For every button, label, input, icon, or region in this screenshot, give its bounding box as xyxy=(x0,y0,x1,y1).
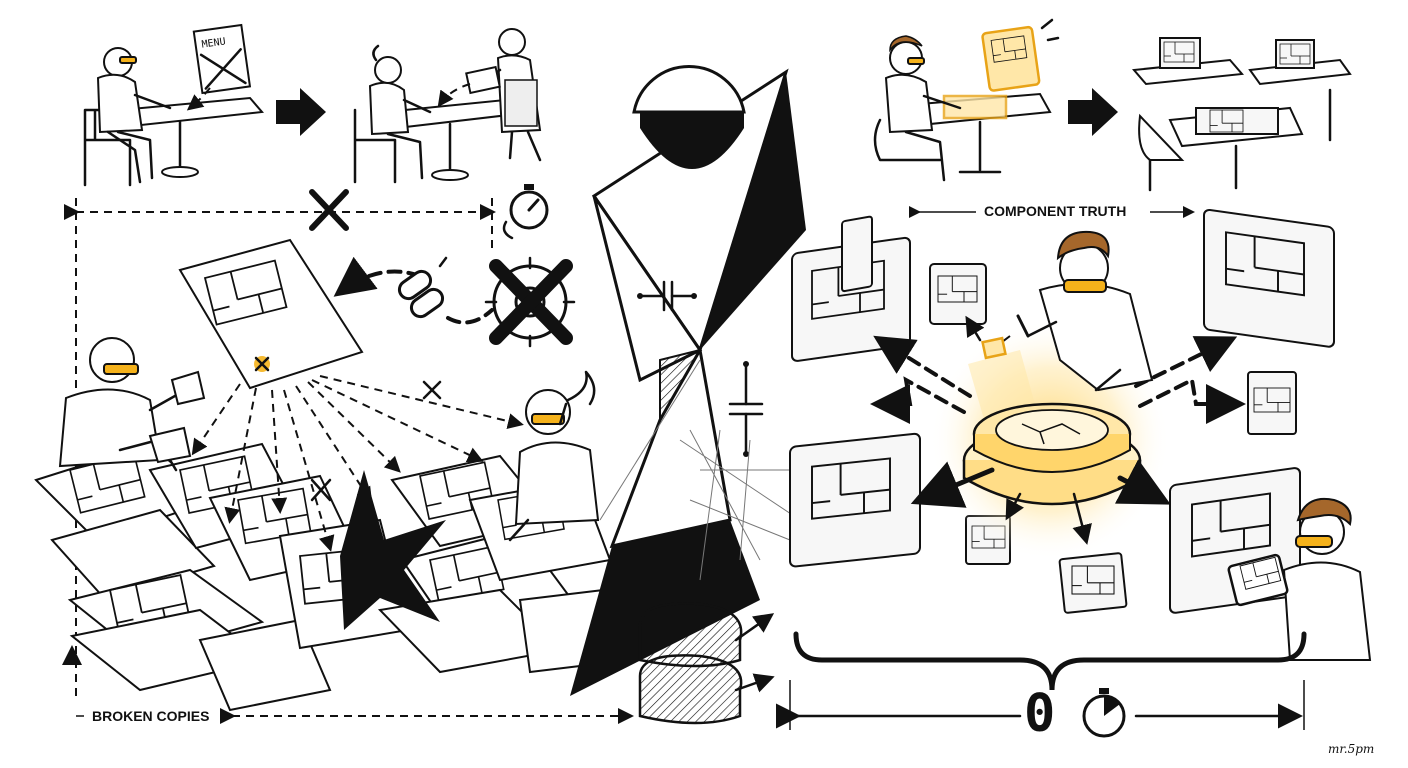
scene-synced-tables xyxy=(1131,37,1352,192)
master-blueprint-sheet xyxy=(178,238,364,390)
burst-shape xyxy=(340,470,446,630)
cylinder-blocks xyxy=(638,602,775,725)
capacitor-symbol-icon xyxy=(637,280,697,312)
arrow-right-icon-2 xyxy=(1068,88,1118,136)
grid-sketch xyxy=(679,429,810,581)
link-to-blueprint-arrow xyxy=(333,256,422,297)
scene-diner-reading-menu: MENU xyxy=(83,23,264,187)
arrow-right-icon xyxy=(276,88,326,136)
broken-copies-label: BROKEN COPIES xyxy=(92,708,210,724)
scattered-copies xyxy=(34,442,632,712)
menu-paper-text: MENU xyxy=(201,36,226,50)
stopwatch-icon xyxy=(502,184,549,240)
stopwatch-icon-zero xyxy=(1082,688,1126,738)
cross-mark xyxy=(309,189,349,231)
crossed-gear-icon xyxy=(484,256,576,348)
scene-designer-at-holo-table xyxy=(873,18,1060,182)
broken-link-icon xyxy=(397,256,448,319)
artist-signature: mr.5pm xyxy=(1328,742,1375,756)
link-tail-dash xyxy=(446,308,494,325)
frustrated-person-right xyxy=(508,370,600,542)
component-hub-disc xyxy=(962,402,1142,506)
zero-time-label: 0 xyxy=(1024,684,1056,744)
designer-with-stylus xyxy=(965,230,1154,392)
scene-waiter-serving xyxy=(353,28,542,184)
center-geometric-shapes xyxy=(570,65,806,696)
capacitor-symbol-icon-vertical xyxy=(728,361,764,457)
curly-brace xyxy=(793,631,1307,691)
dashed-copy-arrows xyxy=(191,375,524,552)
frustrated-person-left xyxy=(58,337,206,472)
component-truth-label: COMPONENT TRUTH xyxy=(984,203,1127,219)
hub-output-arrows xyxy=(870,335,1246,545)
